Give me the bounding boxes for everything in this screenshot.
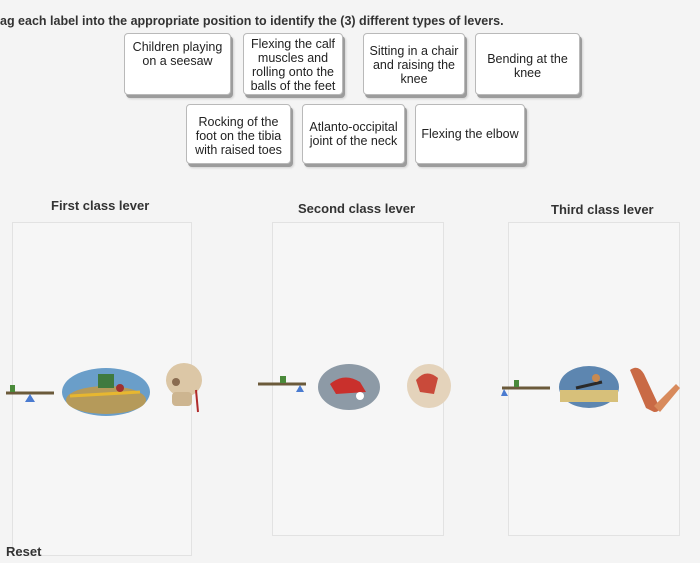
instruction-text: ag each label into the appropriate posit… (0, 14, 504, 28)
seesaw-icon (6, 385, 54, 402)
label-card-foot-tibia[interactable]: Rocking of the foot on the tibia with ra… (186, 104, 291, 164)
head-muscles-icon (407, 364, 451, 408)
reset-button[interactable]: Reset (6, 544, 42, 559)
label-card-chair-knee[interactable]: Sitting in a chair and raising the knee (363, 33, 465, 95)
label-card-atlanto[interactable]: Atlanto-occipital joint of the neck (302, 104, 405, 164)
column-title-first: First class lever (51, 198, 150, 213)
seesaw-scene-photo (62, 368, 150, 416)
arm-muscle-icon (630, 367, 680, 412)
label-card-seesaw[interactable]: Children playing on a seesaw (124, 33, 231, 95)
exercise-photo (559, 366, 619, 408)
label-card-elbow[interactable]: Flexing the elbow (415, 104, 525, 164)
foot-photo (318, 364, 380, 410)
label-card-calf[interactable]: Flexing the calf muscles and rolling ont… (243, 33, 343, 95)
column-title-third: Third class lever (551, 202, 654, 217)
wheelbarrow-lever-icon (258, 376, 306, 392)
label-card-bending-knee[interactable]: Bending at the knee (475, 33, 580, 95)
column-title-second: Second class lever (298, 201, 416, 216)
skull-icon (166, 363, 202, 413)
lever-arm-icon (501, 380, 550, 396)
